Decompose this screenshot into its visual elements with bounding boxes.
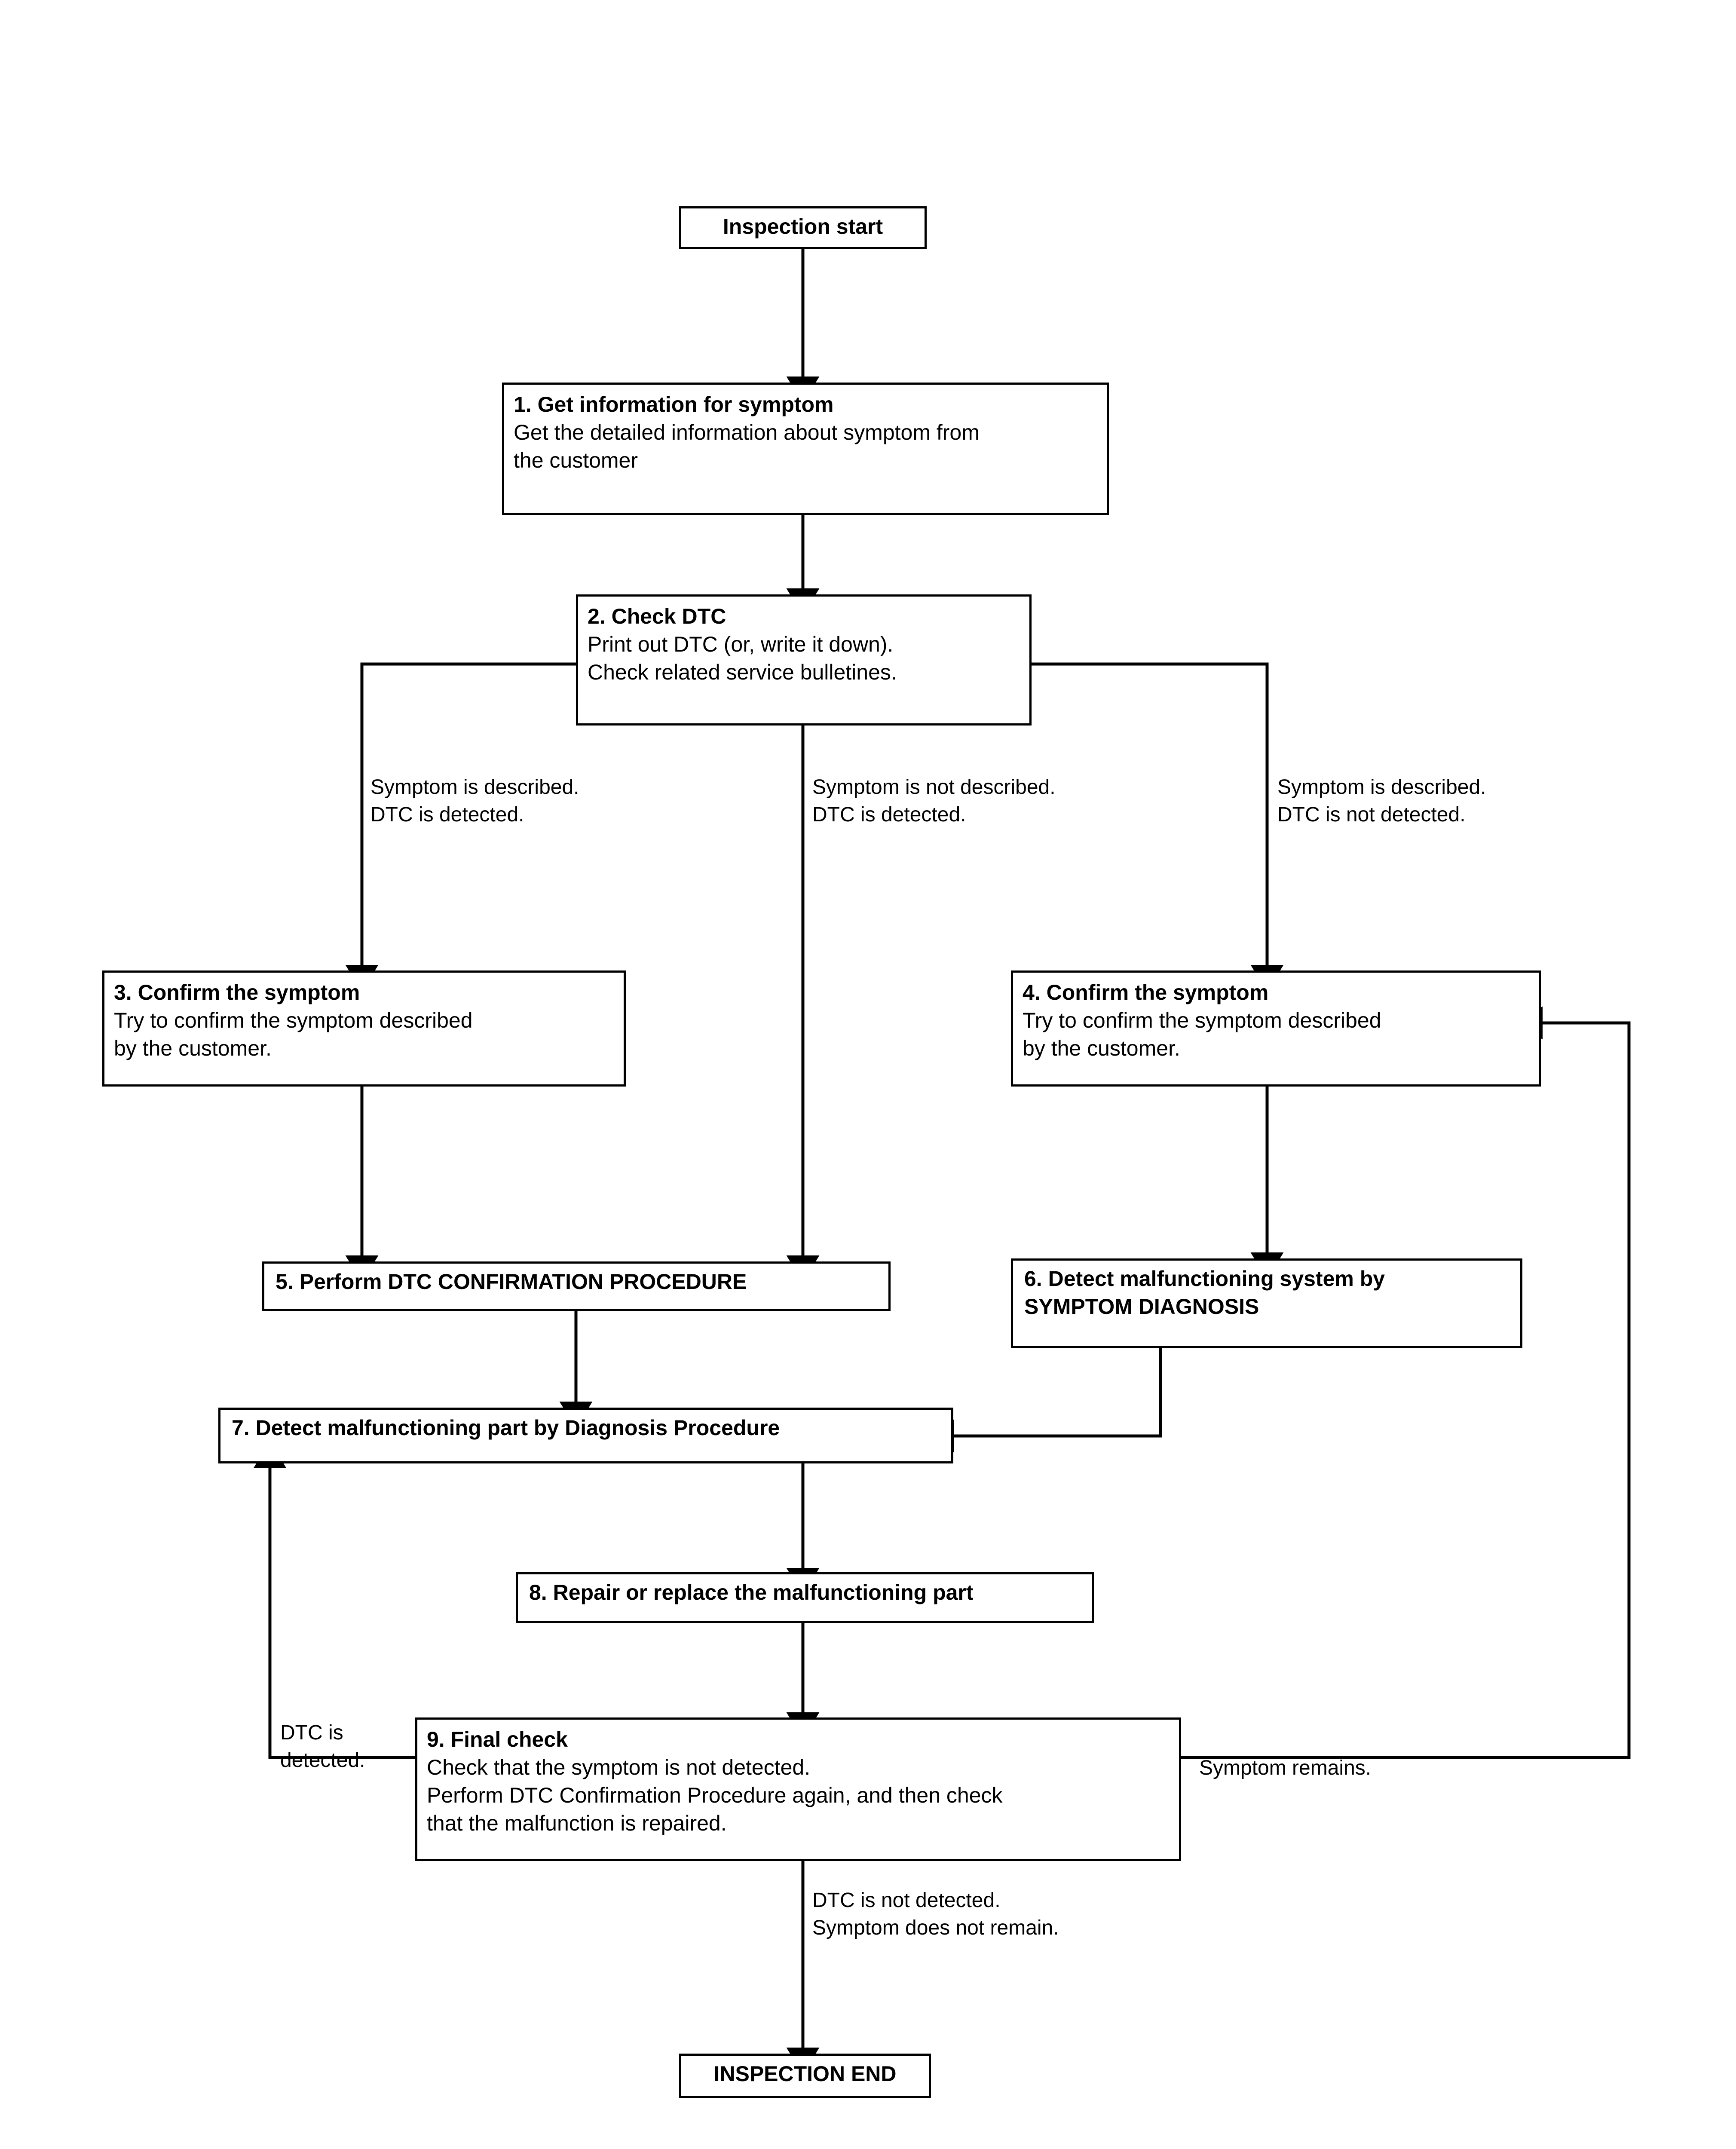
node-step-5[interactable]: 5. Perform DTC CONFIRMATION PROCEDURE [262, 1261, 891, 1311]
node-step-8[interactable]: 8. Repair or replace the malfunctioning … [516, 1572, 1094, 1623]
edge-step9-to-step7-loop [253, 1441, 415, 1759]
node-step-7-title: 7. Detect malfunctioning part by Diagnos… [232, 1416, 780, 1440]
node-step-1[interactable]: 1. Get information for symptom Get the d… [502, 383, 1109, 515]
node-inspection-end-label: INSPECTION END [713, 2062, 897, 2086]
node-step-2-body: Print out DTC (or, write it down). Check… [588, 632, 897, 684]
node-step-1-title: 1. Get information for symptom [514, 392, 834, 416]
node-step-1-body: Get the detailed information about sympt… [514, 420, 980, 472]
node-step-3[interactable]: 3. Confirm the symptom Try to confirm th… [102, 970, 626, 1087]
node-step-4[interactable]: 4. Confirm the symptom Try to confirm th… [1011, 970, 1541, 1087]
node-step-4-title: 4. Confirm the symptom [1023, 980, 1269, 1004]
node-step-3-body: Try to confirm the symptom described by … [114, 1008, 473, 1060]
node-step-4-body: Try to confirm the symptom described by … [1023, 1008, 1381, 1060]
edge-label-loop-left: DTC is detected. [280, 1721, 365, 1772]
node-step-3-title: 3. Confirm the symptom [114, 980, 360, 1004]
edge-label-branch-middle: Symptom is not described. DTC is detecte… [812, 776, 1056, 827]
edge-label-branch-right: Symptom is described. DTC is not detecte… [1277, 776, 1486, 827]
node-step-7[interactable]: 7. Detect malfunctioning part by Diagnos… [218, 1408, 953, 1463]
node-step-2-title: 2. Check DTC [588, 604, 726, 628]
node-inspection-start-label: Inspection start [723, 214, 883, 239]
node-inspection-end[interactable]: INSPECTION END [679, 2054, 931, 2098]
node-step-5-title: 5. Perform DTC CONFIRMATION PROCEDURE [276, 1270, 747, 1294]
node-step-8-title: 8. Repair or replace the malfunctioning … [529, 1580, 974, 1604]
node-step-6-title: 6. Detect malfunctioning system by SYMPT… [1024, 1267, 1385, 1319]
node-step-9[interactable]: 9. Final check Check that the symptom is… [415, 1717, 1181, 1861]
node-inspection-start[interactable]: Inspection start [679, 206, 927, 249]
node-step-6[interactable]: 6. Detect malfunctioning system by SYMPT… [1011, 1258, 1522, 1348]
edge-label-branch-left: Symptom is described. DTC is detected. [370, 776, 579, 827]
edge-label-loop-right: Symptom remains. [1199, 1757, 1372, 1779]
node-step-9-body: Check that the symptom is not detected. … [427, 1755, 1003, 1835]
node-step-2[interactable]: 2. Check DTC Print out DTC (or, write it… [576, 594, 1032, 726]
edge-step6-to-step7 [927, 1348, 1162, 1453]
edge-label-to-end: DTC is not detected. Symptom does not re… [812, 1889, 1059, 1940]
edge-step9-to-step4-loop [1181, 1006, 1631, 1759]
node-step-9-title: 9. Final check [427, 1727, 568, 1751]
